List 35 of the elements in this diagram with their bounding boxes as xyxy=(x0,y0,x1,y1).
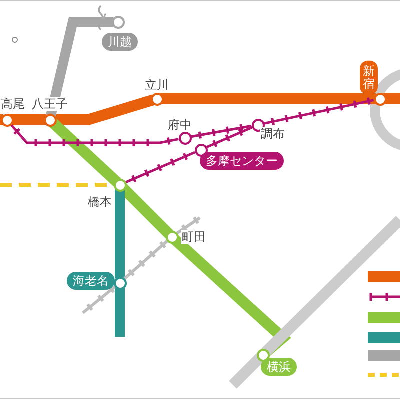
rail-line xyxy=(160,94,376,104)
rail-line xyxy=(82,286,117,314)
rail-line xyxy=(384,94,400,104)
station-name: 調布 xyxy=(260,127,286,141)
station-circle xyxy=(178,132,192,144)
station-name: 町田 xyxy=(181,230,207,244)
station-name-badge: 多摩センター xyxy=(200,152,284,170)
station-name: 橋本 xyxy=(87,195,113,209)
station-name: 八王子 xyxy=(31,97,69,111)
rail-line xyxy=(262,96,376,126)
station-name: 立川 xyxy=(144,78,170,92)
rail-line xyxy=(176,216,202,235)
rail-line xyxy=(10,114,46,126)
station-name-badge: 海老名 xyxy=(67,272,115,290)
station-name: 府中 xyxy=(167,118,193,132)
rail-line xyxy=(229,354,264,389)
rail-line xyxy=(10,124,180,148)
rail-line xyxy=(115,287,125,337)
rail-line xyxy=(262,216,400,357)
rail-line xyxy=(54,94,156,126)
station-circle xyxy=(112,16,124,28)
rail-line xyxy=(124,151,196,184)
rail-line xyxy=(48,118,122,187)
rail-line xyxy=(46,17,114,118)
station-name-badge: 横浜 xyxy=(261,358,297,376)
station-circle xyxy=(194,144,208,156)
rail-line xyxy=(123,240,169,280)
rail-line xyxy=(190,123,253,140)
station-name-badge: 新宿 xyxy=(360,60,378,96)
rail-line xyxy=(115,189,125,279)
station-name: 高尾 xyxy=(0,97,26,111)
station-circle xyxy=(150,92,164,106)
rail-line xyxy=(206,126,254,149)
rail-line xyxy=(170,235,292,357)
station-name-badge: 川越 xyxy=(102,33,138,51)
